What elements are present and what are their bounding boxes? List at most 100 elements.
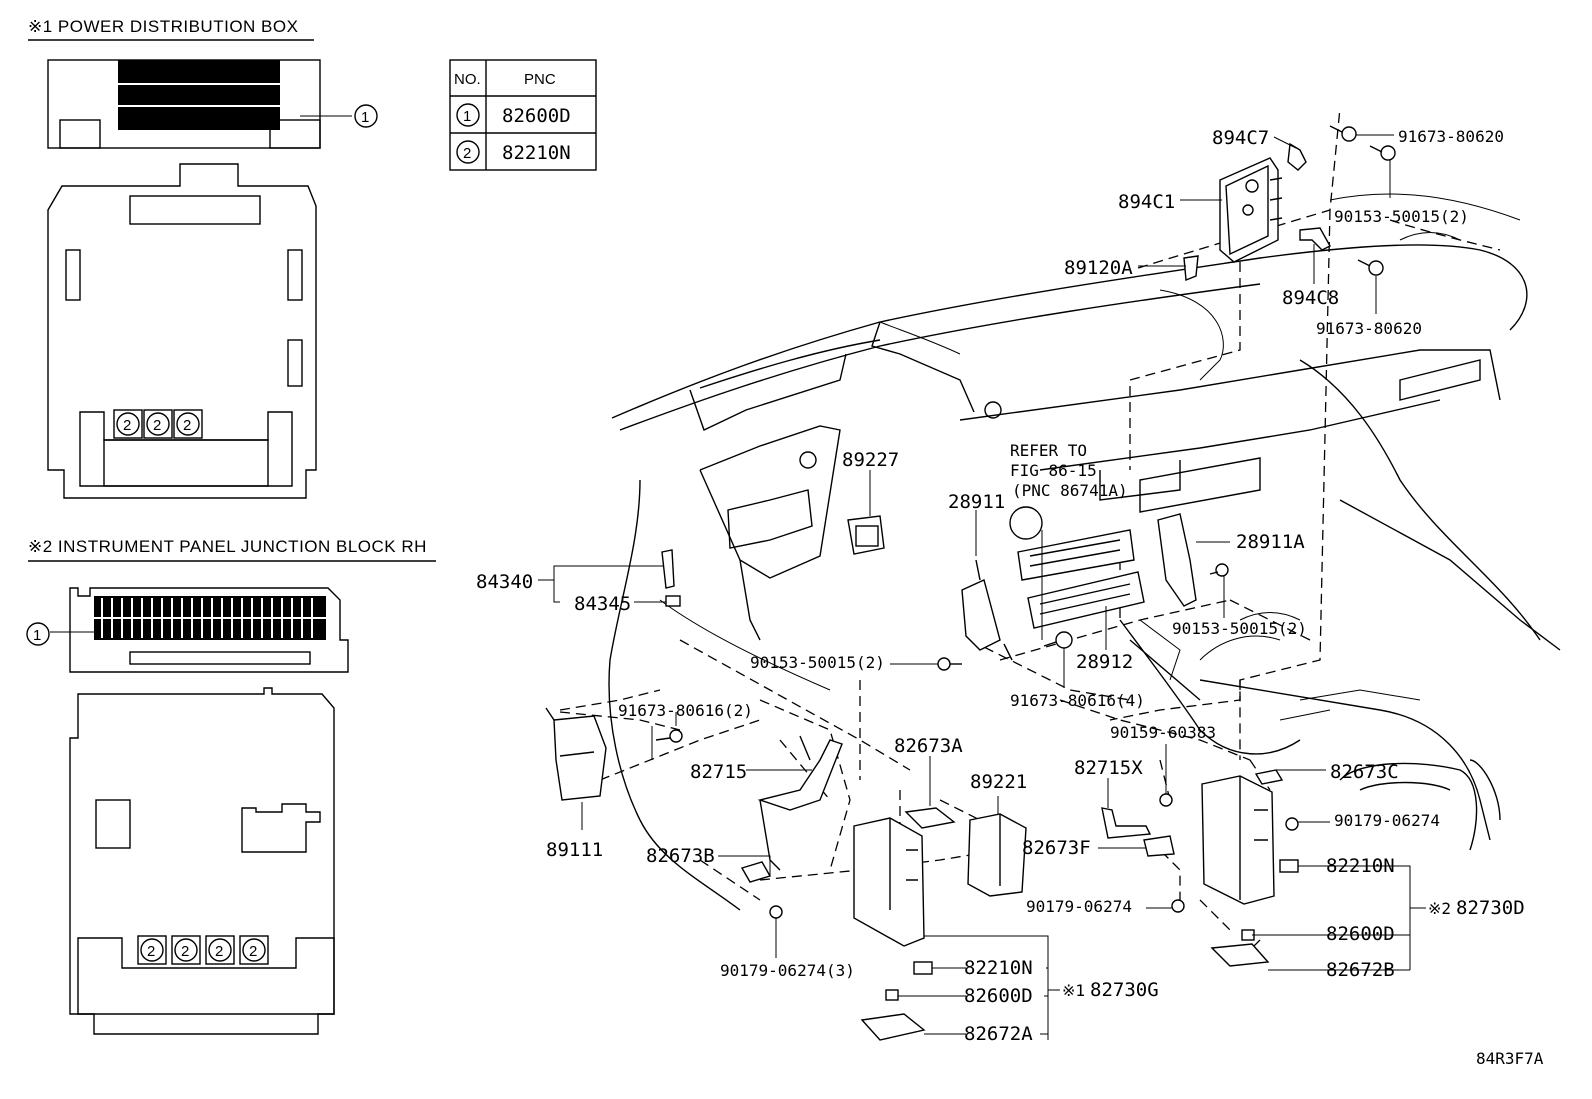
part-89120A-clip xyxy=(1183,255,1199,281)
junction-block-section: ※2 INSTRUMENT PANEL JUNCTION BLOCK RH xyxy=(26,537,436,1035)
part-82672B-cover xyxy=(1210,943,1270,967)
label-90153-50015-top: 90153-50015(2) xyxy=(1334,207,1469,226)
callout-2-power-box-group: 2 2 2 xyxy=(113,409,203,439)
label-84345: 84345 xyxy=(574,593,631,615)
svg-text:2: 2 xyxy=(123,417,131,434)
part-labels: 894C7 91673-80620 894C1 90153-50015(2) 8… xyxy=(476,127,1544,1068)
part-86741A-module xyxy=(1017,529,1135,581)
label-894C1: 894C1 xyxy=(1118,191,1175,213)
power-box-bottom-view: 2 2 2 xyxy=(47,163,317,499)
bolt-91673-80616-4 xyxy=(1043,631,1073,649)
svg-text:2: 2 xyxy=(153,417,161,434)
label-90179-06274-m: 90179-06274 xyxy=(1026,897,1132,916)
part-28911A-bracket xyxy=(1157,513,1197,607)
label-82673C: 82673C xyxy=(1330,761,1399,783)
label-89227: 89227 xyxy=(842,449,899,471)
bolt-90153-50015-top xyxy=(1369,145,1396,161)
label-82672B: 82672B xyxy=(1326,959,1395,981)
power-box-header: ※1 POWER DISTRIBUTION BOX xyxy=(28,17,298,36)
svg-text:2: 2 xyxy=(463,145,471,162)
label-82673B: 82673B xyxy=(646,845,715,867)
svg-text:2: 2 xyxy=(147,943,155,960)
label-90179-06274-3: 90179-06274(3) xyxy=(720,961,855,980)
label-82730G: 82730G xyxy=(1090,979,1159,1001)
label-91673-80616-4: 91673-80616(4) xyxy=(1010,691,1145,710)
part-89227-sensor xyxy=(847,515,885,555)
junction-block-header: ※2 INSTRUMENT PANEL JUNCTION BLOCK RH xyxy=(28,537,427,556)
label-82673F: 82673F xyxy=(1022,837,1091,859)
part-82730D-junction-block xyxy=(1201,775,1275,905)
label-91673-80620-b: 91673-80620 xyxy=(1316,319,1422,338)
label-82600D-right: 82600D xyxy=(1326,923,1395,945)
callout-1-junction-block: 1 xyxy=(26,622,50,646)
svg-text:2: 2 xyxy=(181,943,189,960)
label-82730D: 82730D xyxy=(1456,897,1525,919)
table-row: 2 82210N xyxy=(456,140,571,164)
part-84340-switch xyxy=(661,549,675,589)
label-82600D-left: 82600D xyxy=(964,985,1033,1007)
part-82673A-clip xyxy=(904,807,956,829)
bolt-90179-06274-3 xyxy=(769,905,783,919)
power-box-top-view xyxy=(47,59,352,149)
part-84345-clip xyxy=(665,595,681,607)
label-89221: 89221 xyxy=(970,771,1027,793)
pnc-table: NO. PNC 1 82600D 2 82210N xyxy=(449,59,597,171)
table-row: 1 82600D xyxy=(456,103,571,127)
part-82730G-junction-block xyxy=(853,817,925,947)
leader-lines xyxy=(538,134,1426,1040)
svg-text:1: 1 xyxy=(33,627,41,644)
bolt-91673-80616-2 xyxy=(655,729,683,743)
label-82673A: 82673A xyxy=(894,735,963,757)
svg-text:82210N: 82210N xyxy=(502,142,571,164)
part-89111-ecu xyxy=(545,707,607,801)
label-90179-06274-r: 90179-06274 xyxy=(1334,811,1440,830)
part-82715X-bracket xyxy=(1101,807,1152,839)
svg-text:1: 1 xyxy=(361,109,369,126)
part-28912-module xyxy=(1027,571,1145,629)
bolt-90159-60383 xyxy=(1159,793,1173,807)
callout-2-junction-block-group: 2 2 2 2 xyxy=(137,935,269,965)
part-82715-bracket xyxy=(757,735,843,871)
svg-text:REFER TO: REFER TO xyxy=(1010,441,1087,460)
part-82600D-left xyxy=(885,989,899,1001)
bolt-91673-80620-a xyxy=(1329,125,1357,142)
label-91673-80620-a: 91673-80620 xyxy=(1398,127,1504,146)
label-89111: 89111 xyxy=(546,839,603,861)
label-28911: 28911 xyxy=(948,491,1005,513)
refer-note: REFER TO FIG 86-15 (PNC 86741A) xyxy=(1010,441,1128,500)
callout-1-power-box: 1 xyxy=(354,104,378,128)
mark-1: ※1 xyxy=(1062,981,1085,1000)
power-distribution-box-section: ※1 POWER DISTRIBUTION BOX xyxy=(28,17,378,499)
instrument-panel-outline xyxy=(608,193,1561,911)
assembly-dashed-lines xyxy=(559,107,1341,961)
table-header-no: NO. xyxy=(454,71,481,88)
label-90153-50015-right: 90153-50015(2) xyxy=(1172,619,1307,638)
label-84340: 84340 xyxy=(476,571,533,593)
label-91673-80616-2: 91673-80616(2) xyxy=(618,701,753,720)
table-header-pnc: PNC xyxy=(524,71,556,88)
label-90153-50015-mid: 90153-50015(2) xyxy=(750,653,885,672)
part-82210N-right xyxy=(1279,859,1299,873)
label-28912: 28912 xyxy=(1076,651,1133,673)
svg-text:(PNC 86741A): (PNC 86741A) xyxy=(1012,481,1128,500)
label-82715: 82715 xyxy=(690,761,747,783)
bolt-90179-06274-r xyxy=(1285,817,1299,831)
bolt-90179-06274-m xyxy=(1171,899,1185,913)
label-89120A: 89120A xyxy=(1064,257,1133,279)
svg-text:FIG 86-15: FIG 86-15 xyxy=(1010,461,1097,480)
label-28911A: 28911A xyxy=(1236,531,1305,553)
part-82673F-clip xyxy=(1143,835,1175,857)
part-89221-module xyxy=(967,813,1027,897)
part-82673C-clip xyxy=(1254,769,1284,785)
junction-block-bottom-view: 2 2 2 2 xyxy=(69,687,335,1035)
label-82715X: 82715X xyxy=(1074,757,1143,779)
bolt-90153-50015-mid xyxy=(937,657,962,671)
svg-text:1: 1 xyxy=(463,108,471,125)
part-82210N-left xyxy=(913,961,933,975)
part-894C7-bracket xyxy=(1287,142,1307,171)
label-82210N-left: 82210N xyxy=(964,957,1033,979)
label-82210N-right: 82210N xyxy=(1326,855,1395,877)
label-90159-60383: 90159-60383 xyxy=(1110,723,1216,742)
junction-block-top-view xyxy=(50,587,349,673)
